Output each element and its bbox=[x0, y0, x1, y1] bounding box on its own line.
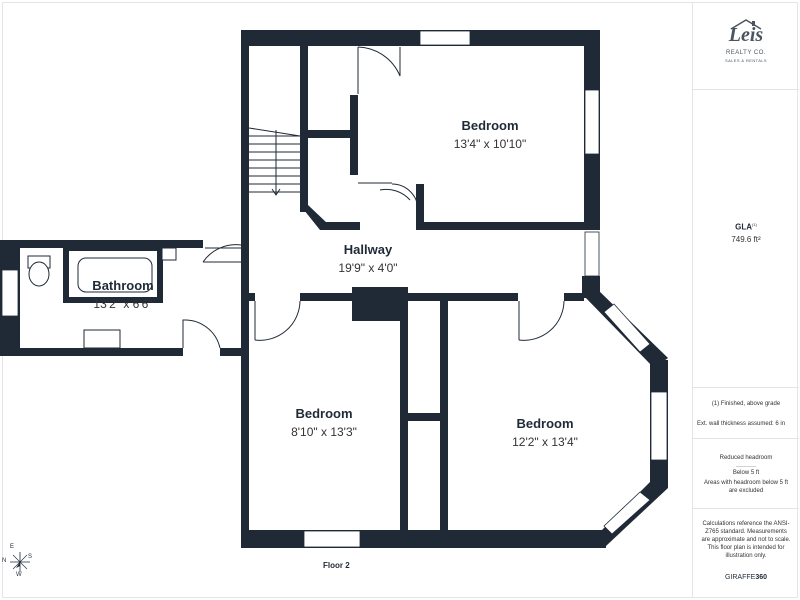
wall-bedroom-bottom bbox=[424, 222, 584, 230]
room-name: Bedroom bbox=[461, 118, 519, 133]
wall-bedroom-left-stub bbox=[416, 184, 424, 230]
note-headroom-excluded: Areas with headroom below 5 ft are exclu… bbox=[703, 480, 789, 494]
gla-label-text: GLA bbox=[735, 222, 752, 232]
window-bath bbox=[1, 269, 19, 317]
wall-closet-bottom bbox=[320, 222, 360, 230]
bathroom-fixtures bbox=[27, 245, 177, 349]
compass-s: S bbox=[28, 554, 33, 560]
wall-hall-bottom-mid bbox=[300, 293, 360, 301]
bath-wall-top bbox=[0, 240, 203, 248]
floor-label: Floor 2 bbox=[323, 561, 350, 570]
room-name: Bedroom bbox=[516, 416, 574, 431]
compass-w: W bbox=[16, 572, 22, 578]
wall-hall-bottom-far bbox=[564, 293, 584, 301]
room-bedroom-right: Bedroom 12'2" x 13'4" bbox=[512, 416, 578, 449]
brand-suffix: 360 bbox=[755, 574, 768, 581]
window-top bbox=[419, 30, 471, 46]
floor-plan: .w { fill: #1f2a36; } .t { stroke: #1f2a… bbox=[0, 30, 668, 584]
room-dims: 13'2" x 6'6" bbox=[93, 297, 153, 311]
compass-e: E bbox=[10, 544, 15, 550]
stairs bbox=[248, 127, 301, 196]
room-bedroom-left: Bedroom 8'10" x 13'3" bbox=[291, 406, 357, 439]
note-reduced-headroom: Reduced headroom bbox=[719, 455, 773, 461]
window-bay-upper bbox=[603, 303, 651, 353]
logo-section: Leis REALTY CO. SALES & RENTALS bbox=[693, 2, 799, 90]
wall-hall-bottom-right bbox=[408, 293, 518, 301]
window-bay bbox=[650, 391, 668, 461]
wall-bottom bbox=[241, 530, 606, 548]
logo-tagline: SALES & RENTALS bbox=[725, 58, 767, 63]
window-bay-lower bbox=[603, 491, 651, 535]
room-dims: 19'9" x 4'0" bbox=[338, 261, 398, 275]
room-name: Bathroom bbox=[92, 278, 154, 293]
bath-wall-right bbox=[241, 288, 249, 356]
wall-closet-top bbox=[308, 130, 354, 138]
wall-closet-right bbox=[350, 95, 358, 175]
bath-fixture bbox=[161, 247, 177, 261]
bathtub-basin bbox=[77, 257, 153, 293]
room-dims: 13'4" x 10'10" bbox=[453, 137, 527, 151]
interior-walls bbox=[249, 46, 584, 530]
headroom-notes: Reduced headroom Below 5 ft Areas with h… bbox=[693, 438, 799, 509]
bath-wall-bottom-right bbox=[220, 348, 249, 356]
window-right-upper bbox=[584, 89, 600, 155]
headroom-swatch bbox=[736, 466, 756, 467]
room-dims: 12'2" x 13'4" bbox=[512, 435, 578, 449]
info-sidebar: Leis REALTY CO. SALES & RENTALS GLA(1) 7… bbox=[692, 2, 799, 598]
gla-value: 749.6 ft² bbox=[731, 235, 761, 244]
bath-wall-bottom bbox=[0, 348, 183, 356]
room-dims: 8'10" x 13'3" bbox=[291, 425, 357, 439]
logo-company: REALTY CO. bbox=[725, 50, 767, 56]
toilet-bowl bbox=[28, 261, 50, 287]
house-logo-icon bbox=[730, 19, 762, 30]
vanity-sink bbox=[83, 329, 121, 349]
doors bbox=[182, 46, 565, 528]
note-calculations: Calculations reference the ANSI-Z765 sta… bbox=[701, 521, 791, 559]
notes-section: (1) Finished, above grade Ext. wall thic… bbox=[693, 388, 799, 574]
room-bathroom: Bathroom 13'2" x 6'6" bbox=[92, 278, 153, 311]
wall-hall-bottom-left bbox=[249, 293, 255, 301]
grade-notes: (1) Finished, above grade Ext. wall thic… bbox=[693, 388, 799, 439]
windows bbox=[1, 30, 668, 548]
note-finished: (1) Finished, above grade bbox=[711, 401, 781, 407]
compass: E N S W bbox=[2, 540, 38, 584]
window-bottom bbox=[303, 530, 361, 548]
room-name: Bedroom bbox=[295, 406, 353, 421]
wall-stair-right bbox=[300, 46, 308, 212]
floor-plan-drawing: .w { fill: #1f2a36; } .t { stroke: #1f2a… bbox=[0, 30, 668, 548]
gla-label: GLA(1) bbox=[693, 222, 799, 232]
wall-closet-mid bbox=[408, 413, 440, 421]
logo-name: Leis bbox=[728, 24, 764, 46]
brand-name: GIRAFFE bbox=[724, 574, 756, 581]
wall-closet-right bbox=[440, 301, 448, 530]
note-below-5ft: Below 5 ft bbox=[732, 470, 760, 476]
wall-bedroom-divider bbox=[400, 301, 408, 530]
compass-rose-icon bbox=[10, 552, 30, 572]
wall-chimney bbox=[352, 287, 408, 321]
room-name: Hallway bbox=[343, 242, 393, 257]
compass-n: N bbox=[2, 558, 7, 564]
brand-mark: GIRAFFE360 bbox=[693, 574, 799, 581]
room-bedroom-top: Bedroom 13'4" x 10'10" bbox=[454, 118, 527, 151]
gla-section: GLA(1) 749.6 ft² bbox=[693, 90, 799, 388]
note-wall-thickness: Ext. wall thickness assumed: 6 in bbox=[697, 421, 786, 427]
gla-label-footnote: (1) bbox=[752, 222, 757, 227]
window-hall bbox=[584, 231, 600, 277]
room-hallway: Hallway 19'9" x 4'0" bbox=[338, 242, 397, 275]
